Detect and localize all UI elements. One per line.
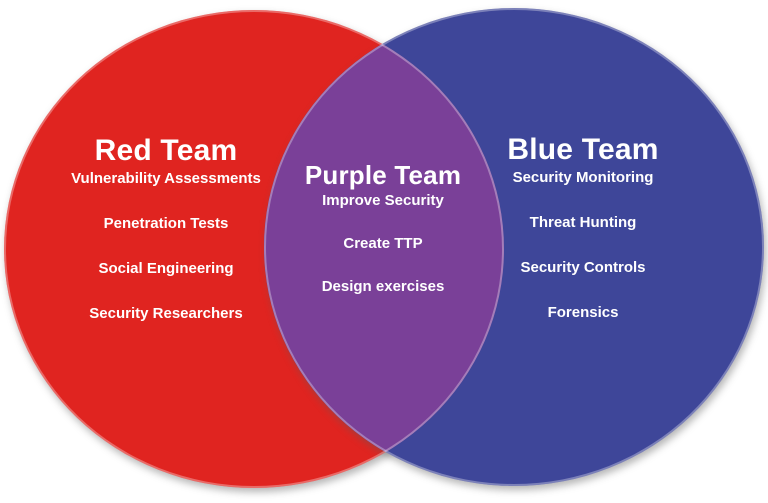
red-team-item: Vulnerability Assessments — [71, 170, 261, 187]
blue-team-item: Security Controls — [520, 259, 646, 276]
blue-team-item: Security Monitoring — [512, 169, 654, 186]
red-team-item: Social Engineering — [98, 260, 234, 277]
red-team-item: Penetration Tests — [103, 215, 229, 232]
red-team-title: Red Team — [94, 134, 238, 167]
red-team-item: Security Researchers — [89, 305, 243, 322]
purple-team-item: Improve Security — [322, 192, 444, 209]
purple-team-title: Purple Team — [304, 160, 462, 190]
blue-team-label-group: Blue Team Security Monitoring Threat Hun… — [443, 132, 723, 323]
purple-team-label-group: Purple Team Improve Security Create TTP … — [273, 159, 493, 297]
purple-team-item: Create TTP — [343, 235, 423, 252]
purple-team-item: Design exercises — [321, 278, 445, 295]
red-team-label-group: Red Team Vulnerability Assessments Penet… — [26, 133, 306, 324]
blue-team-item: Threat Hunting — [529, 214, 637, 231]
blue-team-item: Forensics — [547, 304, 619, 321]
blue-team-title: Blue Team — [507, 133, 659, 166]
